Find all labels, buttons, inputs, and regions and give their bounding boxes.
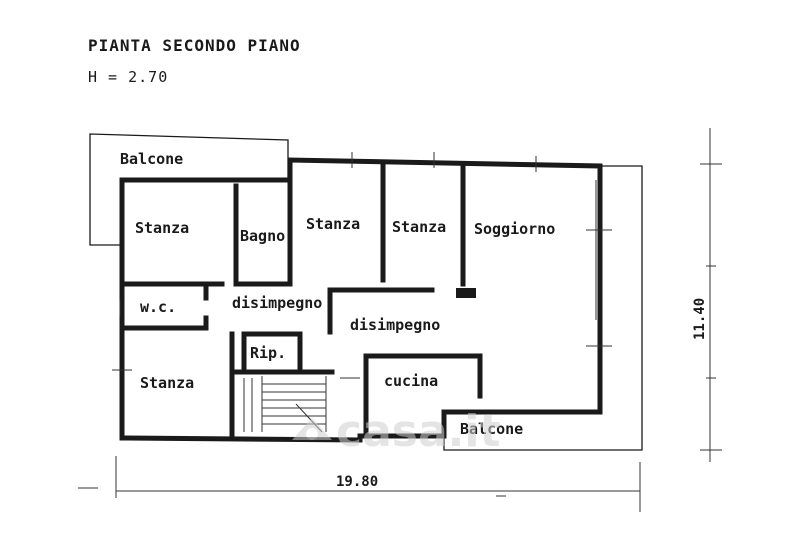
staircase [243,376,327,433]
watermark: casa.it [292,406,500,457]
label-stanza-2: Stanza [306,215,360,233]
label-soggiorno: Soggiorno [474,220,555,238]
balcony-outlines [89,133,643,451]
exterior-walls [119,157,603,443]
watermark-brand: casa.it [336,406,500,457]
window-marks [112,152,612,379]
label-bagno: Bagno [240,227,285,245]
top-balcony-outline [89,133,289,246]
label-stanza-4: Stanza [140,374,194,392]
interior-walls [119,161,483,441]
plan-title: PIANTA SECONDO PIANO [88,36,301,55]
height-note: H = 2.70 [88,68,168,86]
label-stanza-1: Stanza [135,219,189,237]
label-cucina: cucina [384,372,438,390]
outer-wall [119,157,603,443]
depth-dimension: 11.40 [692,298,708,340]
label-disimpegno-1: disimpegno [232,294,322,312]
width-dimension: 19.80 [336,474,378,490]
label-rip: Rip. [250,344,286,362]
column-block [456,288,476,298]
dimension-lines: 19.80 11.40 [78,128,722,512]
label-disimpegno-2: disimpegno [350,316,440,334]
label-balcone-top: Balcone [120,150,183,168]
bottom-balcony-outline [443,165,643,451]
label-stanza-3: Stanza [392,218,446,236]
label-wc: w.c. [140,298,176,316]
room-labels: Balcone Stanza Bagno Stanza Stanza Soggi… [120,150,555,438]
house-logo-icon [292,418,332,440]
label-balcone-bottom: Balcone [460,420,523,438]
